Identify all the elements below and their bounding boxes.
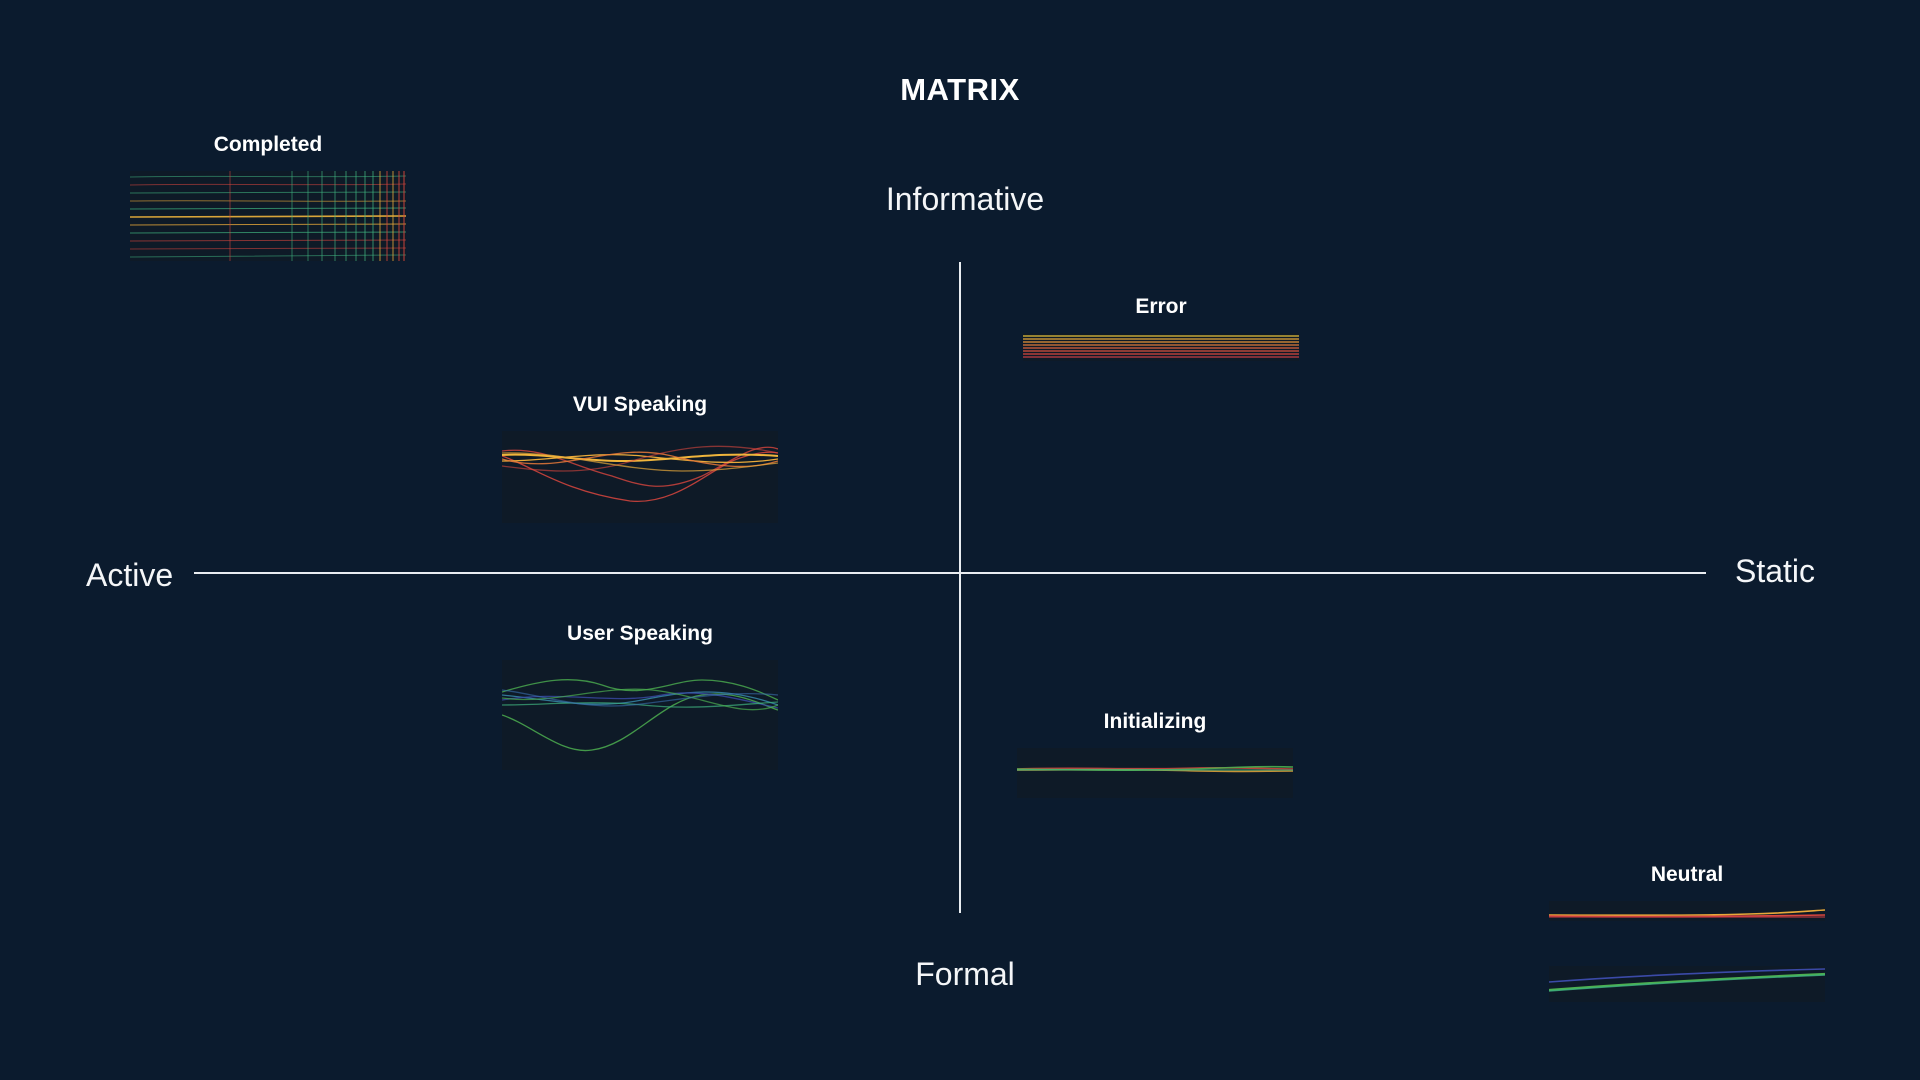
initializing-lines-visual xyxy=(1017,748,1293,798)
state-error: Error xyxy=(1023,295,1299,361)
axis-label-active: Active xyxy=(86,557,174,593)
neutral-cool-lines-visual xyxy=(1549,966,1825,1002)
axis-label-formal: Formal xyxy=(915,956,1015,992)
page-title: MATRIX xyxy=(900,72,1020,107)
state-user-speaking: User Speaking xyxy=(502,622,778,770)
axis-label-static: Static xyxy=(1735,553,1816,589)
state-label: VUI Speaking xyxy=(572,393,708,416)
state-label: Error xyxy=(1135,295,1187,318)
vertical-axis xyxy=(959,262,961,913)
completed-grid-visual xyxy=(130,171,406,261)
state-label: Neutral xyxy=(1650,863,1724,886)
state-initializing: Initializing xyxy=(1017,710,1293,798)
neutral-warm-lines-visual xyxy=(1549,901,1825,921)
state-label: Initializing xyxy=(1103,710,1207,733)
state-completed: Completed xyxy=(130,133,406,261)
error-lines-visual xyxy=(1023,333,1299,361)
vui-speaking-waves-visual xyxy=(502,431,778,523)
axis-label-informative: Informative xyxy=(885,181,1045,217)
state-label: Completed xyxy=(213,133,323,156)
state-vui-speaking: VUI Speaking xyxy=(502,393,778,523)
state-neutral: Neutral xyxy=(1549,863,1825,1002)
state-label: User Speaking xyxy=(567,622,713,645)
horizontal-axis xyxy=(194,572,1706,574)
user-speaking-waves-visual xyxy=(502,660,778,770)
